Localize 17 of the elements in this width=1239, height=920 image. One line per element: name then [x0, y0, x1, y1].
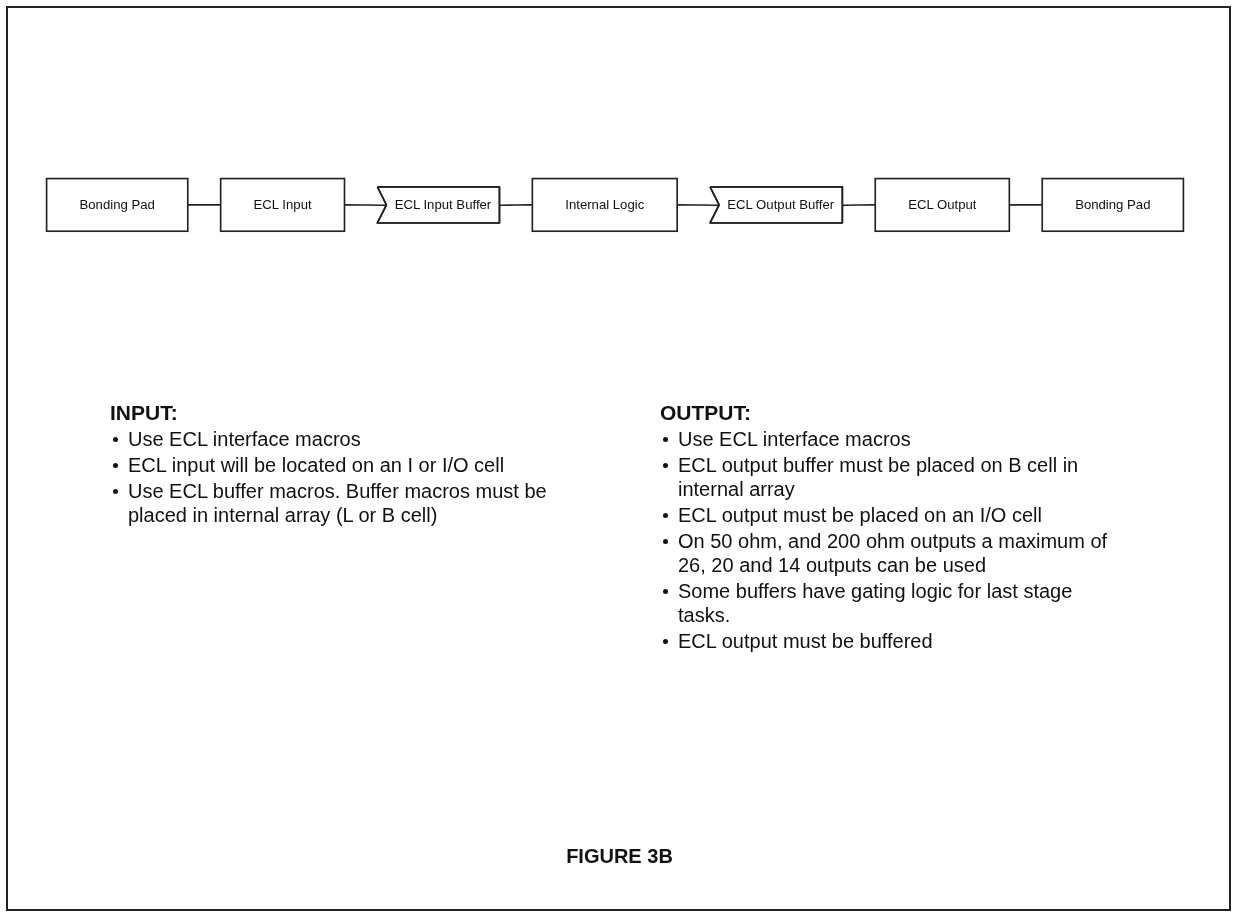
- node-box: ECL Output: [874, 177, 1011, 233]
- bullet-note: ECL output must be buffered: [678, 630, 933, 653]
- bullet-note: ECL input will be located on an I or I/O cell: [128, 454, 505, 477]
- node-box: Internal Logic: [531, 177, 678, 233]
- node-box: ECL Input: [219, 177, 346, 233]
- bullet-note: Use ECL interface macros: [128, 428, 361, 451]
- node-box: Bonding Pad: [45, 177, 189, 233]
- bullet-note: Use ECL buffer macros. Buffer macros must be placed in internal array (L or B cell): [128, 480, 547, 527]
- bullet-note: Some buffers have gating logic for last stage tasks.: [678, 580, 1073, 627]
- bullet-note: On 50 ohm, and 200 ohm outputs a maximum of 26, 20 and 14 outputs can be used: [678, 530, 1108, 577]
- figure-caption: FIGURE 3B: [566, 845, 673, 868]
- section-heading: INPUT:: [110, 400, 178, 426]
- node-box: Bonding Pad: [1041, 177, 1185, 233]
- section-heading: OUTPUT:: [660, 400, 751, 426]
- bullet-note: ECL output buffer must be placed on B cell in internal array: [678, 454, 1079, 501]
- bullet-note: ECL output must be placed on an I/O cell: [678, 504, 1042, 527]
- bullet-note: Use ECL interface macros: [678, 428, 911, 451]
